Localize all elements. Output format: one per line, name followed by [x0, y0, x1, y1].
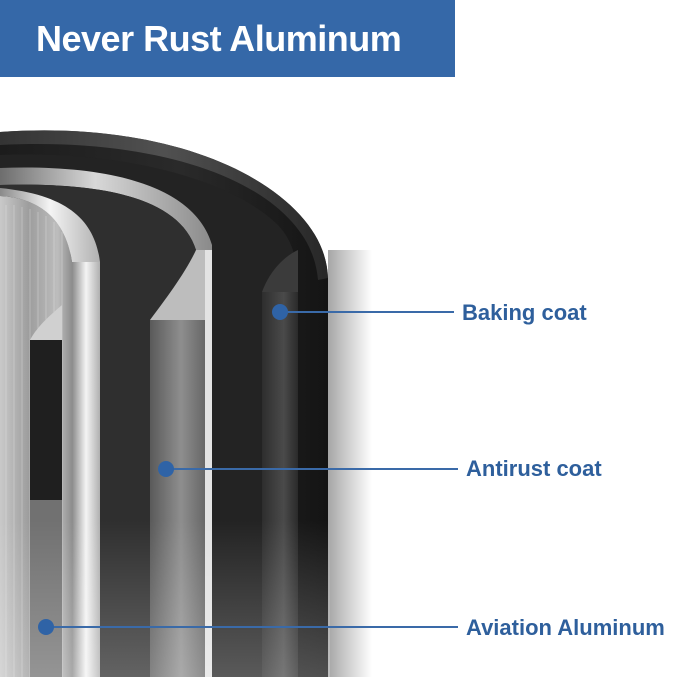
- baking-coat-callout-dot: [272, 304, 288, 320]
- baking-coat-label: Baking coat: [462, 300, 587, 325]
- stack-shadow: [328, 250, 372, 677]
- baking-coat-face-top: [262, 250, 298, 292]
- aviation-aluminum-label: Aviation Aluminum: [466, 615, 665, 640]
- aviation-aluminum-rim: [0, 188, 100, 262]
- antirust-coat-label: Antirust coat: [466, 456, 602, 481]
- title-banner: Never Rust Aluminum: [0, 0, 455, 77]
- antirust-coat-band: [0, 167, 212, 677]
- bottom-fade: [0, 520, 330, 677]
- page-title: Never Rust Aluminum: [36, 17, 402, 59]
- antirust-coat-callout-dot: [158, 461, 174, 477]
- aluminum-front-face: [30, 305, 62, 340]
- antirust-coat-face-top: [150, 250, 212, 320]
- aviation-aluminum-callout-dot: [38, 619, 54, 635]
